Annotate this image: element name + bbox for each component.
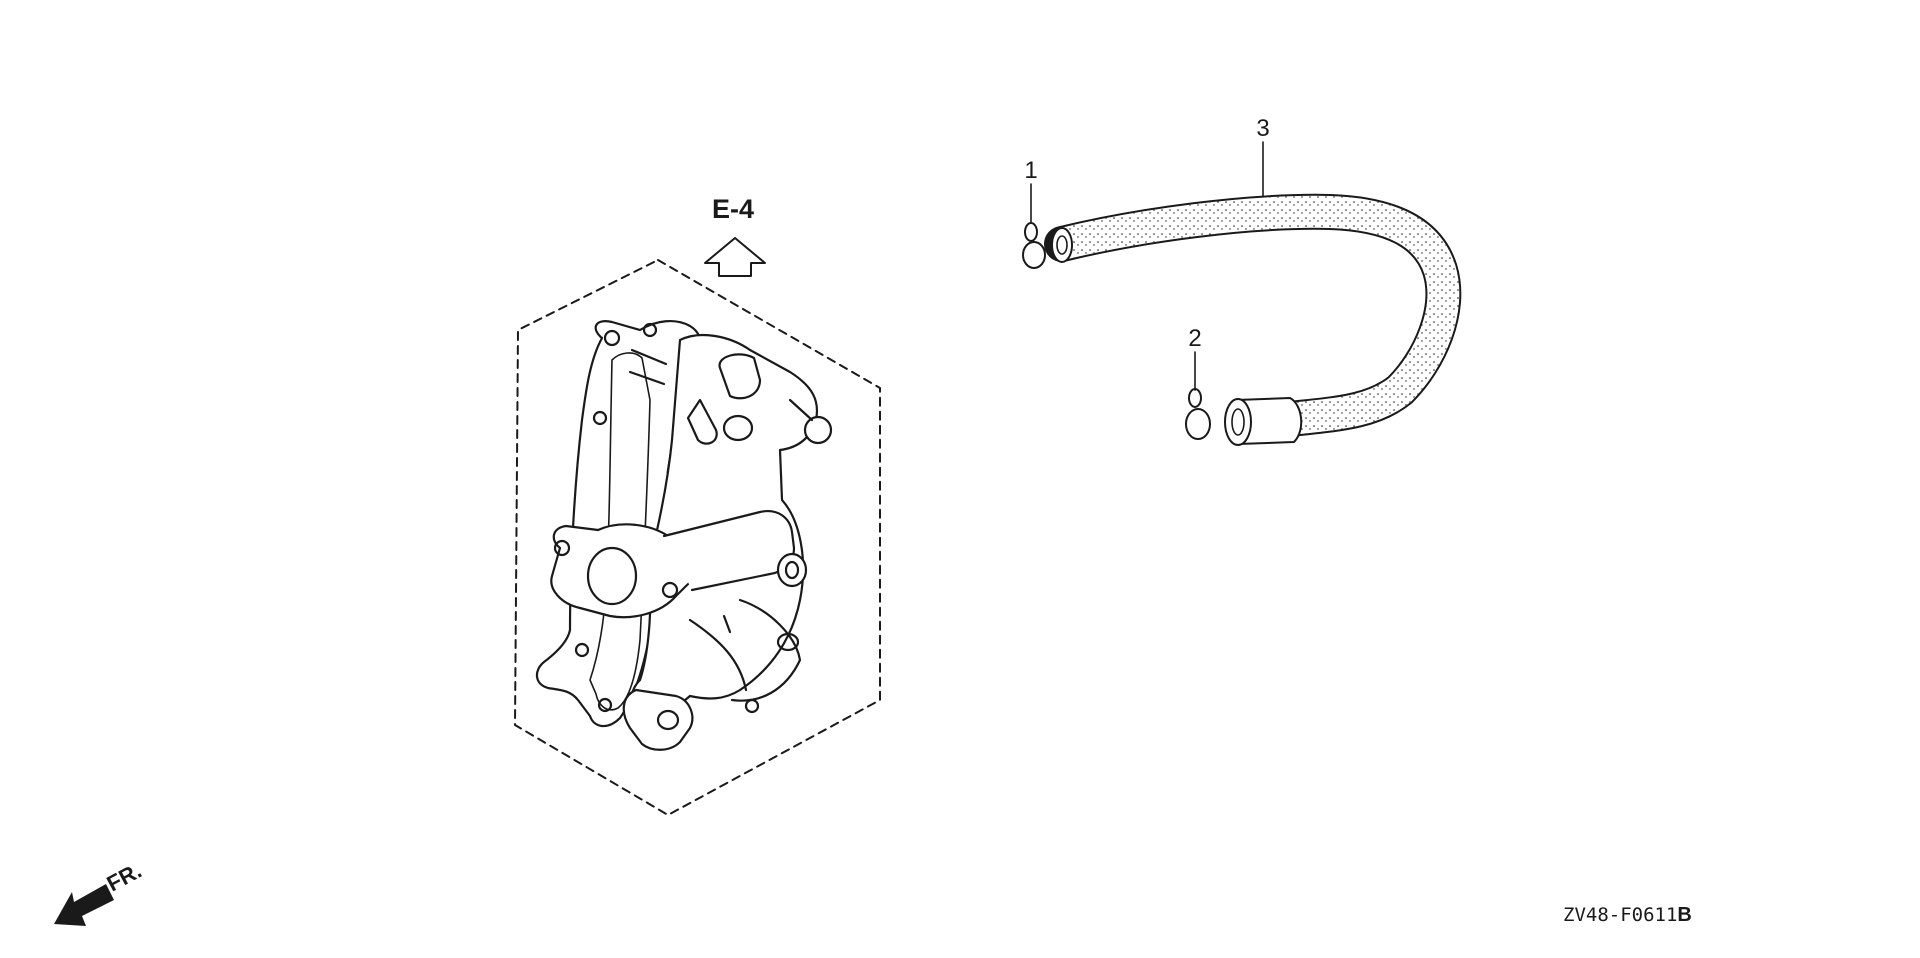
diagram-code-main: ZV48-F0611 [1563, 904, 1677, 926]
reference-label: E-4 [712, 194, 754, 224]
callout-3-label: 3 [1256, 115, 1269, 142]
callout-2[interactable]: 2 [1188, 325, 1202, 391]
callout-1-label: 1 [1024, 157, 1037, 184]
assembly-boundary [514, 259, 881, 816]
reference-e4[interactable]: E-4 [704, 194, 766, 277]
diagram-code: ZV48-F0611B [1563, 904, 1692, 926]
diagram-code-suffix: B [1677, 904, 1691, 926]
callout-3[interactable]: 3 [1256, 115, 1270, 207]
front-arrow-icon [54, 884, 114, 926]
hose-clip-2 [1185, 388, 1211, 440]
hose-clip-1 [1022, 222, 1046, 269]
callout-1[interactable]: 1 [1024, 157, 1038, 223]
outlet-bore [586, 546, 638, 606]
up-arrow-icon [704, 237, 766, 277]
front-indicator: FR. [54, 858, 146, 926]
callout-2-label: 2 [1188, 325, 1201, 352]
pump-housing-assembly [535, 320, 833, 751]
hose-3 [1044, 193, 1462, 446]
